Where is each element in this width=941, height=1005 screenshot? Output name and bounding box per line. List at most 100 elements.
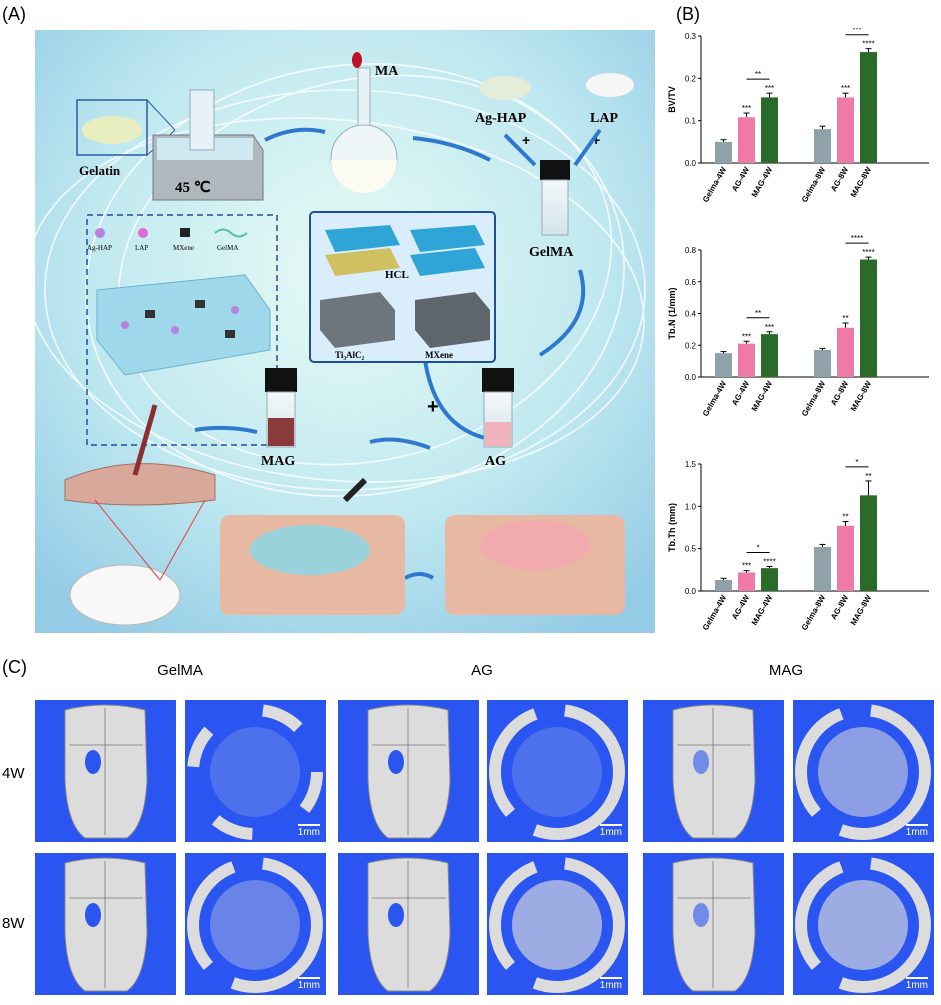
y-tick-label: 0.4 (685, 310, 697, 319)
ag-vial-cap (482, 368, 514, 392)
x-tick-label: AG-8W (829, 593, 850, 621)
x-tick-label: MAG-4W (750, 593, 775, 627)
significance-stars: ** (842, 513, 848, 522)
gelatin-box (76, 99, 148, 156)
bar (837, 97, 854, 163)
plus-sign-left: + (522, 132, 530, 148)
dropper-bulb (352, 52, 362, 68)
y-tick-label: 0.3 (685, 32, 697, 41)
y-tick-label: 0.2 (685, 74, 697, 83)
significance-stars: ** (865, 472, 871, 481)
scale-bar: 1mm (297, 977, 321, 991)
microct-skull-mag-8w (643, 853, 784, 995)
hydrogel-block (96, 274, 271, 376)
ag-label: AG (485, 454, 506, 469)
bone-regrowth-render (795, 857, 931, 993)
plus-sign-center: + (427, 396, 439, 418)
hcl-label: HCL (385, 269, 409, 281)
microct-defect-mag-8w: 1mm (793, 853, 934, 995)
bracket-label: * (855, 458, 858, 467)
y-axis-label: Tb.Th (mm) (667, 503, 677, 552)
skull-render (64, 704, 148, 839)
bone-regrowth-render (795, 704, 931, 840)
bar (860, 259, 877, 377)
column-title-mag: MAG (768, 662, 804, 679)
bar (814, 350, 831, 377)
microct-skull-ag-8w (338, 853, 479, 995)
significance-stars: **** (763, 557, 775, 566)
bone-regrowth-render (187, 704, 323, 840)
microct-skull-mag-4w (643, 700, 784, 842)
bone-regrowth-render (187, 857, 323, 993)
bar (761, 97, 778, 163)
scale-bar: 1mm (599, 824, 623, 838)
x-tick-label: Gelma-4W (701, 593, 729, 632)
y-tick-label: 0.0 (685, 373, 697, 382)
bone-regrowth-render (489, 857, 625, 993)
significance-stars: *** (765, 84, 774, 93)
mxene-block (415, 292, 490, 348)
bar (715, 141, 732, 163)
bar (837, 327, 854, 377)
lap-label: LAP (590, 111, 618, 126)
legend-mxene: MXene (173, 244, 194, 252)
bar-charts-panel: 0.00.10.20.3BV/TVGelma-4W***AG-4W***MAG-… (667, 28, 929, 632)
bar (860, 52, 877, 163)
scale-bar: 1mm (905, 824, 929, 838)
skull-render (672, 857, 756, 992)
significance-stars: *** (742, 562, 751, 571)
microct-skull-gelma-4w (35, 700, 176, 842)
significance-stars: ** (842, 314, 848, 323)
column-title-gelma: GelMA (157, 662, 203, 679)
significance-stars: *** (765, 323, 774, 332)
microct-defect-gelma-8w: 1mm (185, 853, 326, 995)
gelma-label: GelMA (529, 245, 574, 260)
x-tick-label: MAG-4W (750, 379, 775, 413)
panel-label-c: (C) (2, 657, 27, 677)
process-arrows (194, 127, 602, 580)
column-title-ag: AG (471, 662, 493, 679)
bar (761, 568, 778, 591)
bar (837, 525, 854, 591)
x-tick-label: MAG-8W (849, 593, 874, 627)
x-tick-label: AG-4W (730, 593, 751, 621)
x-tick-label: AG-4W (730, 379, 751, 407)
y-tick-label: 0.0 (685, 587, 697, 596)
skull-render (367, 857, 451, 992)
x-tick-label: AG-8W (829, 165, 850, 193)
legend-lap: LAP (135, 244, 148, 252)
ma-label: MA (375, 64, 399, 79)
lap-powder (586, 73, 634, 97)
schematic-panel: Gelatin 45 ℃ MA Ag-HAP LAP + + GelMA Ag-… (35, 30, 655, 633)
beaker (189, 89, 215, 151)
scale-bar: 1mm (599, 977, 623, 991)
gelma-vial (541, 179, 569, 236)
x-tick-label: MAG-8W (849, 165, 874, 199)
bar (715, 579, 732, 591)
skull-render (672, 704, 756, 839)
bone-defect-model (64, 463, 216, 506)
x-tick-label: AG-4W (730, 165, 751, 193)
gelma-vial-cap (540, 160, 570, 180)
scale-bar: 1mm (905, 977, 929, 991)
skull-render (64, 857, 148, 992)
panel-label-a: (A) (2, 4, 26, 24)
significance-stars: *** (841, 84, 850, 93)
bar (761, 334, 778, 377)
x-tick-label: MAG-8W (849, 379, 874, 413)
gelatin-powder (82, 116, 142, 144)
x-tick-label: Gelma-8W (800, 593, 828, 632)
significance-stars: *** (742, 104, 751, 113)
ag-hap-powder (479, 76, 531, 100)
bracket-label: ** (755, 309, 761, 318)
mxene-label: MXene (425, 350, 453, 360)
microct-defect-gelma-4w: 1mm (185, 700, 326, 842)
y-tick-label: 0.0 (685, 159, 697, 168)
x-tick-label: Gelma-4W (701, 379, 729, 418)
microct-defect-mag-4w: 1mm (793, 700, 934, 842)
bar (738, 572, 755, 591)
y-tick-label: 1.5 (685, 460, 697, 469)
scale-bar: 1mm (297, 824, 321, 838)
microct-defect-ag-8w: 1mm (487, 853, 628, 995)
microct-defect-ag-4w: 1mm (487, 700, 628, 842)
